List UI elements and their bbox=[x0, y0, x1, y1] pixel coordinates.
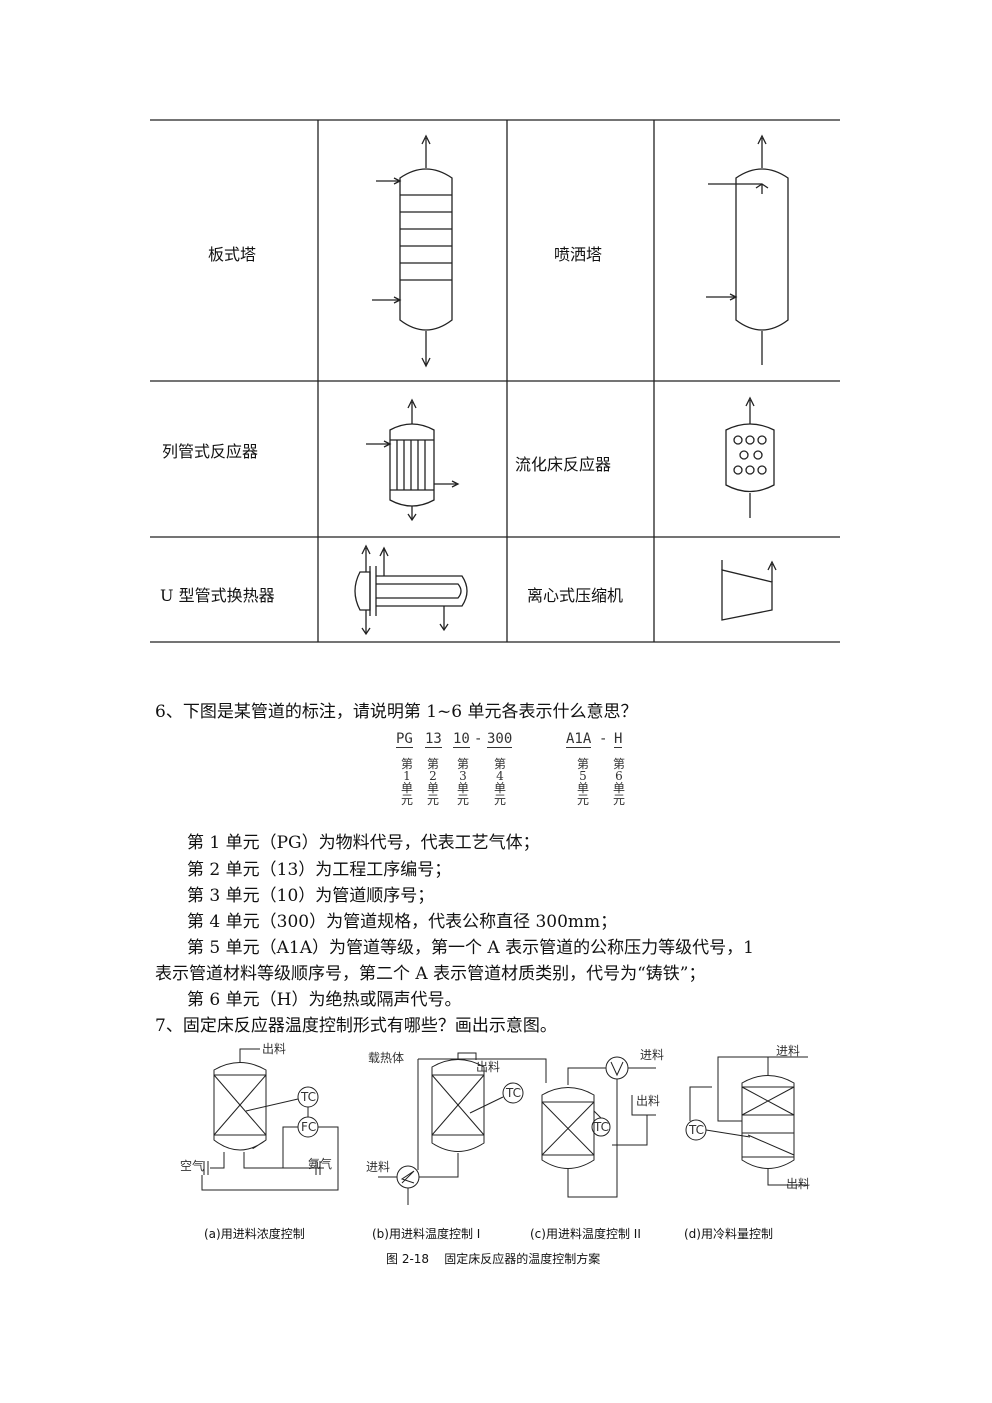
label-outlet-b: 出料 bbox=[476, 1060, 500, 1074]
label-outlet-a: 出料 bbox=[262, 1042, 286, 1056]
fc-a: FC bbox=[301, 1120, 316, 1134]
code-10: 10 bbox=[453, 731, 470, 748]
answer-4: 第 4 单元（300）为管道规格，代表公称直径 300mm； bbox=[187, 912, 618, 932]
diagram-b bbox=[378, 1052, 547, 1205]
label-u-tube-exchanger: U 型管式换热器 bbox=[160, 586, 275, 605]
label-outlet-d: 出料 bbox=[786, 1177, 810, 1191]
answer-2: 第 2 单元（13）为工程工序编号； bbox=[187, 860, 452, 880]
equipment-table bbox=[150, 119, 840, 643]
code-300: 300 bbox=[487, 731, 513, 748]
caption-b: (b)用进料温度控制 I bbox=[372, 1227, 481, 1241]
label-inlet-c: 进料 bbox=[640, 1048, 664, 1062]
label-outlet-c: 出料 bbox=[636, 1094, 660, 1108]
centrifugal-compressor-symbol bbox=[721, 560, 777, 621]
question-6: 6、下图是某管道的标注，请说明第 1~6 单元各表示什么意思？ bbox=[155, 702, 638, 722]
answer-5: 第 5 单元（A1A）为管道等级，第一个 A 表示管道的公称压力等级代号，1 bbox=[187, 938, 754, 958]
label-ammonia: 氨气 bbox=[308, 1156, 332, 1171]
answer-1: 第 1 单元（PG）为物料代号，代表工艺气体； bbox=[187, 833, 540, 853]
diagram-d bbox=[685, 1056, 808, 1186]
label-heat-carrier: 载热体 bbox=[368, 1051, 404, 1065]
plate-tower-symbol bbox=[372, 134, 453, 368]
label-spray-tower: 喷洒塔 bbox=[554, 245, 603, 264]
u-tube-exchanger-symbol bbox=[354, 544, 468, 636]
label-inlet-b: 进料 bbox=[366, 1160, 390, 1174]
tc-a: TC bbox=[300, 1090, 316, 1104]
caption-c: (c)用进料温度控制 II bbox=[530, 1227, 641, 1241]
temperature-control-diagrams: 出料 空气 氨气 TC FC 载热体 出料 TC 进料 进料 出料 TC 进料 … bbox=[180, 1042, 810, 1205]
spray-tower-symbol bbox=[706, 134, 789, 365]
code-dash-1: - bbox=[474, 731, 483, 747]
answer-5-cont: 表示管道材料等级顺序号，第二个 A 表示管道材质类别，代号为“铸铁”； bbox=[155, 964, 706, 984]
label-air: 空气 bbox=[180, 1158, 204, 1173]
code-13: 13 bbox=[425, 731, 442, 748]
tc-b: TC bbox=[505, 1086, 521, 1100]
code-h: H bbox=[614, 731, 623, 748]
caption-a: (a)用进料浓度控制 bbox=[204, 1227, 305, 1241]
tc-c: TC bbox=[593, 1120, 609, 1134]
answer-3: 第 3 单元（10）为管道顺序号； bbox=[187, 886, 435, 906]
fluidized-bed-symbol bbox=[725, 396, 775, 518]
diagram-labels: 出料 空气 氨气 TC FC 载热体 出料 TC 进料 进料 出料 TC 进料 … bbox=[180, 1042, 810, 1191]
tubular-reactor-symbol bbox=[366, 398, 460, 522]
question-7: 7、固定床反应器温度控制形式有哪些？画出示意图。 bbox=[155, 1016, 557, 1036]
figure-caption: 图 2-18 固定床反应器的温度控制方案 bbox=[386, 1252, 601, 1266]
diagram-a bbox=[201, 1048, 339, 1191]
label-tubular-reactor: 列管式反应器 bbox=[162, 442, 259, 461]
code-a1a: A1A bbox=[566, 731, 592, 748]
code-pg: PG bbox=[396, 731, 413, 748]
label-plate-tower: 板式塔 bbox=[208, 245, 257, 264]
label-inlet-d: 进料 bbox=[776, 1044, 800, 1058]
label-fluidized-bed: 流化床反应器 bbox=[515, 455, 612, 474]
diagram-c bbox=[541, 1056, 656, 1198]
answer-6: 第 6 单元（H）为绝热或隔声代号。 bbox=[187, 990, 462, 1010]
table-grid bbox=[150, 119, 840, 643]
tc-d: TC bbox=[688, 1123, 704, 1137]
label-compressor: 离心式压缩机 bbox=[527, 586, 624, 605]
code-dash-2: - bbox=[599, 731, 608, 747]
caption-d: (d)用冷料量控制 bbox=[684, 1227, 773, 1241]
